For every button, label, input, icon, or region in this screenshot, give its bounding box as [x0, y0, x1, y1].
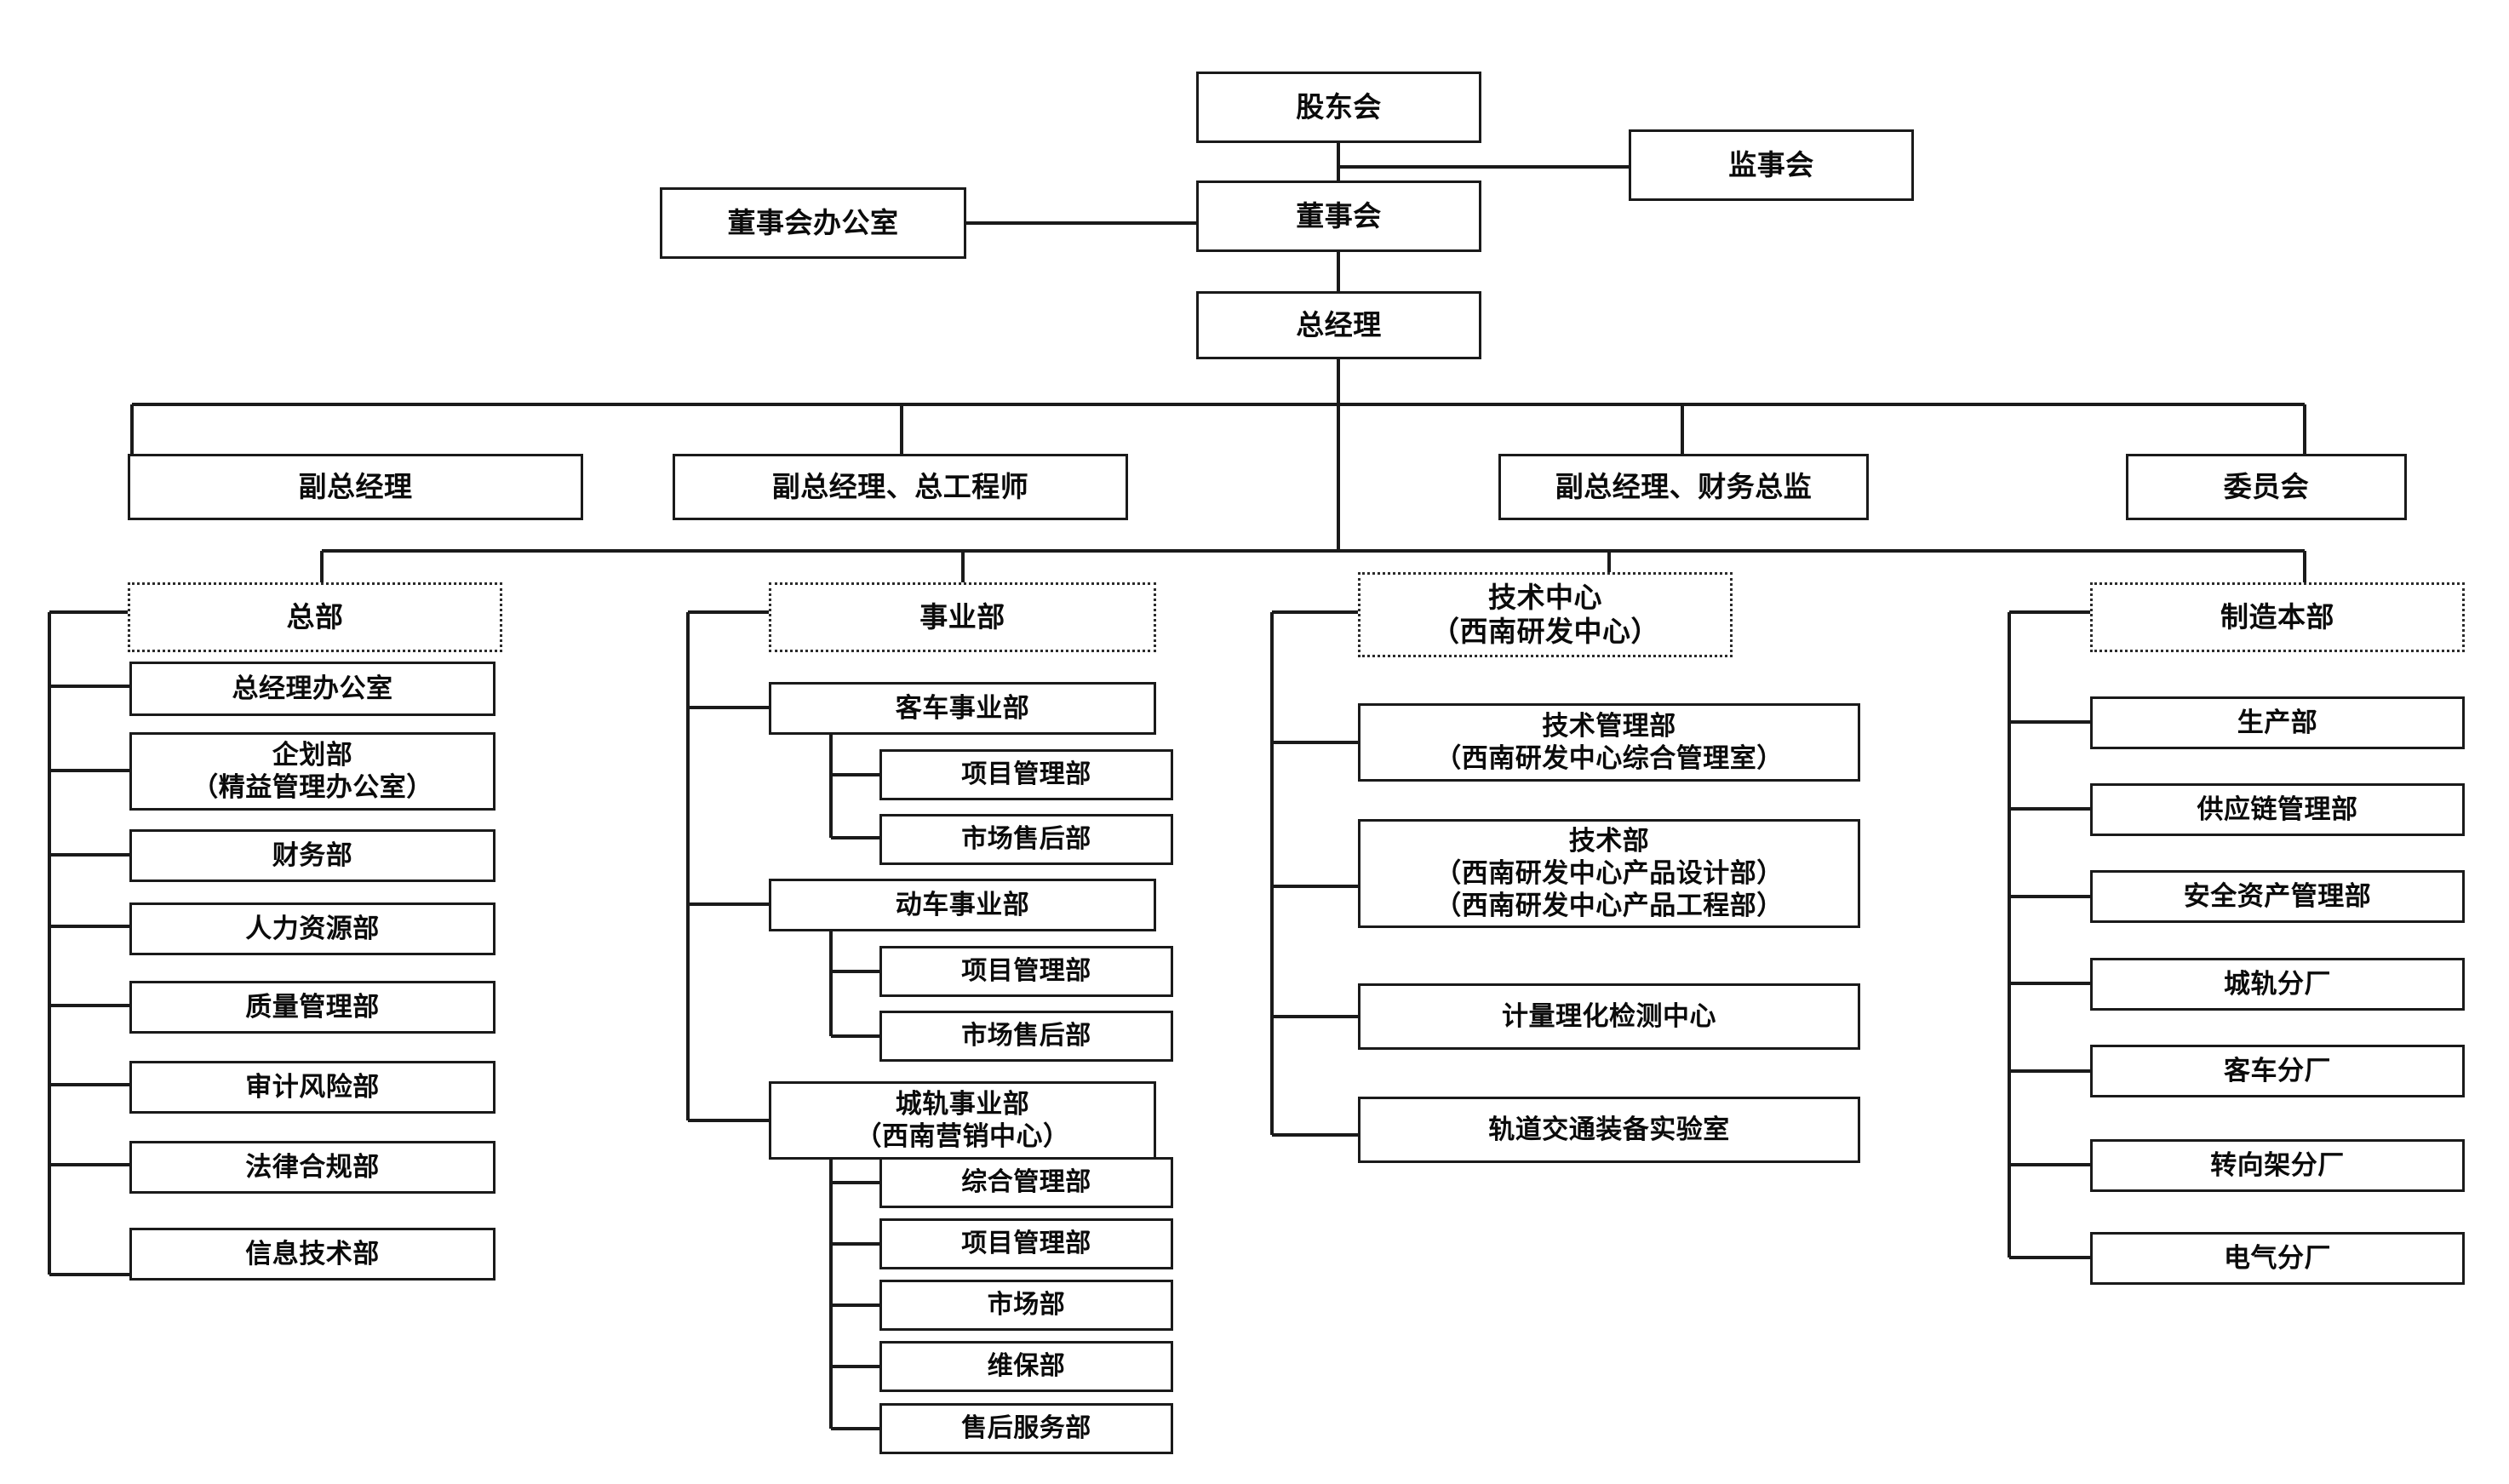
node-urban-project-mgmt[interactable]: 项目管理部 — [879, 1218, 1173, 1269]
node-label: 动车事业部 — [895, 890, 1030, 920]
node-label: 审计风险部 — [245, 1072, 380, 1103]
node-emu-project-mgmt[interactable]: 项目管理部 — [879, 946, 1173, 997]
node-label: 副总经理 — [298, 470, 413, 502]
node-audit-risk-dept[interactable]: 审计风险部 — [129, 1061, 495, 1114]
node-emu-market-aftersales[interactable]: 市场售后部 — [879, 1011, 1173, 1062]
node-label: 总经理办公室 — [232, 673, 393, 704]
node-gm-office[interactable]: 总经理办公室 — [129, 662, 495, 716]
node-supply-chain-dept[interactable]: 供应链管理部 — [2090, 783, 2465, 836]
node-metrology-testing-center[interactable]: 计量理化检测中心 — [1358, 983, 1860, 1050]
node-label: 副总经理、财务总监 — [1555, 470, 1813, 502]
node-label: 维保部 — [987, 1351, 1066, 1380]
node-label: 市场售后部 — [961, 1021, 1091, 1050]
node-label: 生产部 — [2237, 708, 2318, 738]
node-urban-general-mgmt[interactable]: 综合管理部 — [879, 1157, 1173, 1208]
node-bogie-plant[interactable]: 转向架分厂 — [2090, 1139, 2465, 1192]
node-urban-rail-plant[interactable]: 城轨分厂 — [2090, 958, 2465, 1011]
node-urban-marketing[interactable]: 市场部 — [879, 1280, 1173, 1331]
node-committee[interactable]: 委员会 — [2126, 454, 2407, 520]
node-coach-plant[interactable]: 客车分厂 — [2090, 1045, 2465, 1097]
node-label: 项目管理部 — [961, 956, 1091, 985]
group-header-label: 事业部 — [919, 600, 1005, 633]
node-label: 技术管理部 （西南研发中心综合管理室） — [1435, 711, 1784, 773]
node-label: 项目管理部 — [961, 759, 1091, 788]
node-urban-aftersales-service[interactable]: 售后服务部 — [879, 1403, 1173, 1454]
node-label: 市场售后部 — [961, 824, 1091, 853]
group-header-technology-center[interactable]: 技术中心 （西南研发中心） — [1358, 572, 1733, 657]
node-label: 轨道交通装备实验室 — [1488, 1114, 1730, 1145]
node-production-dept[interactable]: 生产部 — [2090, 696, 2465, 749]
node-board-office[interactable]: 董事会办公室 — [660, 187, 966, 259]
node-tech-mgmt-dept[interactable]: 技术管理部 （西南研发中心综合管理室） — [1358, 703, 1860, 782]
group-header-label: 技术中心 （西南研发中心） — [1431, 581, 1659, 647]
node-label: 信息技术部 — [245, 1239, 380, 1269]
node-label: 转向架分厂 — [2210, 1150, 2345, 1181]
node-finance-dept[interactable]: 财务部 — [129, 829, 495, 882]
node-label: 电气分厂 — [2224, 1243, 2331, 1274]
node-label: 质量管理部 — [245, 992, 380, 1023]
node-label: 项目管理部 — [961, 1229, 1091, 1258]
node-quality-mgmt-dept[interactable]: 质量管理部 — [129, 981, 495, 1034]
node-hr-dept[interactable]: 人力资源部 — [129, 902, 495, 955]
node-urban-maintenance[interactable]: 维保部 — [879, 1341, 1173, 1392]
node-coach-project-mgmt[interactable]: 项目管理部 — [879, 749, 1173, 800]
node-label: 市场部 — [987, 1290, 1066, 1319]
node-electrical-plant[interactable]: 电气分厂 — [2090, 1232, 2465, 1285]
node-label: 城轨分厂 — [2224, 969, 2331, 1000]
group-header-label: 总部 — [286, 600, 344, 633]
node-coach-market-aftersales[interactable]: 市场售后部 — [879, 814, 1173, 865]
node-label: 客车事业部 — [895, 693, 1030, 724]
node-label: 监事会 — [1728, 148, 1814, 180]
node-technology-dept[interactable]: 技术部 （西南研发中心产品设计部） （西南研发中心产品工程部） — [1358, 819, 1860, 928]
node-general-manager[interactable]: 总经理 — [1196, 291, 1481, 359]
node-it-dept[interactable]: 信息技术部 — [129, 1228, 495, 1281]
node-label: 安全资产管理部 — [2183, 881, 2372, 912]
group-header-manufacturing-hq[interactable]: 制造本部 — [2090, 582, 2465, 652]
node-label: 股东会 — [1296, 90, 1382, 123]
node-planning-dept[interactable]: 企划部 （精益管理办公室） — [129, 732, 495, 811]
node-label: 企划部 （精益管理办公室） — [192, 740, 433, 802]
node-label: 委员会 — [2223, 470, 2310, 502]
node-label: 城轨事业部 （西南营销中心） — [855, 1089, 1070, 1151]
node-safety-asset-dept[interactable]: 安全资产管理部 — [2090, 870, 2465, 923]
node-label: 法律合规部 — [245, 1152, 380, 1183]
node-label: 综合管理部 — [961, 1167, 1091, 1196]
node-label: 计量理化检测中心 — [1502, 1001, 1716, 1032]
node-label: 董事会办公室 — [727, 206, 899, 238]
node-label: 财务部 — [272, 840, 353, 871]
node-emu-division[interactable]: 动车事业部 — [769, 879, 1156, 931]
node-label: 总经理 — [1296, 308, 1382, 341]
node-urban-rail-division[interactable]: 城轨事业部 （西南营销中心） — [769, 1081, 1156, 1160]
node-legal-compliance-dept[interactable]: 法律合规部 — [129, 1141, 495, 1194]
node-vice-general-manager[interactable]: 副总经理 — [128, 454, 583, 520]
node-label: 售后服务部 — [961, 1413, 1091, 1442]
group-header-label: 制造本部 — [2220, 600, 2334, 633]
node-label: 技术部 （西南研发中心产品设计部） （西南研发中心产品工程部） — [1435, 826, 1784, 920]
node-coach-division[interactable]: 客车事业部 — [769, 682, 1156, 735]
node-vp-chief-engineer[interactable]: 副总经理、总工程师 — [673, 454, 1128, 520]
node-rail-equipment-lab[interactable]: 轨道交通装备实验室 — [1358, 1097, 1860, 1163]
node-label: 客车分厂 — [2224, 1056, 2331, 1086]
group-header-headquarters[interactable]: 总部 — [128, 582, 502, 652]
node-label: 董事会 — [1296, 199, 1382, 232]
node-board-of-supervisors[interactable]: 监事会 — [1629, 129, 1914, 201]
node-board-of-directors[interactable]: 董事会 — [1196, 180, 1481, 252]
node-label: 供应链管理部 — [2197, 794, 2358, 825]
node-label: 人力资源部 — [245, 914, 380, 944]
group-header-business-divisions[interactable]: 事业部 — [769, 582, 1156, 652]
node-label: 副总经理、总工程师 — [771, 470, 1029, 502]
node-shareholders-meeting[interactable]: 股东会 — [1196, 72, 1481, 143]
node-vp-cfo[interactable]: 副总经理、财务总监 — [1498, 454, 1869, 520]
